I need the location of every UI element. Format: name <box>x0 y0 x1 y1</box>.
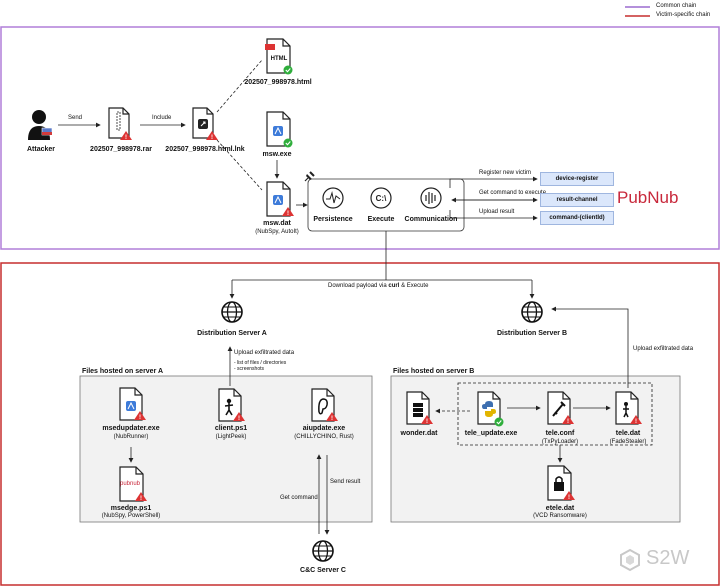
tele-conf-icon: ! <box>547 391 574 425</box>
archive-file-icon: ! <box>108 107 132 141</box>
get-command-label: Get command to execute <box>479 190 547 196</box>
svg-text:!: ! <box>426 419 428 425</box>
common-chain-frame <box>0 26 720 250</box>
tele-update-label: tele_update.exe <box>464 430 518 437</box>
msedupdater-icon: ! <box>119 387 146 421</box>
cc-server-globe-icon <box>312 540 334 562</box>
channel-result: result-channel <box>540 193 614 207</box>
etele-dat-icon: ! <box>547 465 575 501</box>
msw-dat-label: msw.dat <box>263 220 291 227</box>
html-icon-text: HTML <box>270 56 288 62</box>
server-a-label: Distribution Server A <box>197 330 267 337</box>
client-label: client.ps1 <box>214 425 248 432</box>
msedupdater-label: msedupdater.exe <box>102 425 160 432</box>
server-a-globe-icon <box>221 301 243 323</box>
msw-exe-icon <box>266 111 293 148</box>
send-label: Send <box>68 115 83 121</box>
module-communication: Communication <box>404 216 458 223</box>
svg-text:!: ! <box>125 135 127 141</box>
execute-icon: C:\ <box>370 187 392 209</box>
client-sublabel: (LightPeek) <box>215 434 247 440</box>
msedge-sublabel: (NubSpy, PowerShell) <box>101 513 161 519</box>
tele-dat-icon: ! <box>615 391 642 425</box>
svg-text:C:\: C:\ <box>376 194 387 203</box>
svg-text:!: ! <box>139 415 141 421</box>
download-label: Download payload via curl & Execute <box>328 283 429 289</box>
svg-text:!: ! <box>140 496 142 502</box>
lnk-file-label: 202507_998978.html.lnk <box>165 146 245 153</box>
msedupdater-sublabel: (NubRunner) <box>113 434 149 440</box>
msw-dat-icon: ! <box>266 181 294 217</box>
communication-icon <box>420 187 442 209</box>
svg-text:!: ! <box>287 211 289 217</box>
rar-file-label: 202507_998978.rar <box>90 146 152 153</box>
get-command-bottom-label: Get command <box>280 495 318 501</box>
msedge-label: msedge.ps1 <box>110 505 152 512</box>
victim-chain-frame <box>0 262 720 586</box>
channel-command: command-(clientId) <box>540 211 614 225</box>
server-b-globe-icon <box>521 301 543 323</box>
tele-conf-sublabel: (TxPyLoader) <box>541 439 579 445</box>
wonder-dat-icon: ! <box>406 391 433 425</box>
persistence-icon <box>322 187 344 209</box>
upload-b-label: Upload exfiltrated data <box>633 346 694 352</box>
etele-sublabel: (VCD Ransomware) <box>533 513 587 519</box>
upload-a-item-1: - list of files / directories <box>234 360 287 366</box>
upload-result-label: Upload result <box>479 209 515 215</box>
svg-text:!: ! <box>331 416 333 422</box>
wonder-label: wonder.dat <box>400 430 438 437</box>
legend-victim-label: Victim-specific chain <box>656 12 711 18</box>
msw-dat-sublabel: (NubSpy, AutoIt) <box>255 229 299 235</box>
shortcut-file-icon: ! <box>192 107 218 141</box>
aiupdate-sublabel: (CHILLYCHINO, Rust) <box>294 434 354 440</box>
cc-server-label: C&C Server C <box>300 567 346 574</box>
attacker-label: Attacker <box>26 146 55 153</box>
tele-conf-label: tele.conf <box>545 430 575 437</box>
aiupdate-icon: ! <box>311 388 338 422</box>
channel-device-register: device-register <box>540 172 614 186</box>
svg-text:!: ! <box>567 419 569 425</box>
client-ps1-icon: ! <box>218 388 245 422</box>
svg-text:!: ! <box>635 419 637 425</box>
msw-exe-label: msw.exe <box>262 151 292 158</box>
tele-update-icon <box>477 391 504 427</box>
upload-a-item-2: - screenshots <box>234 366 265 372</box>
s2w-watermark: S2W <box>646 547 690 569</box>
include-label: Include <box>152 115 172 121</box>
upload-a-label: Upload exfiltrated data <box>234 350 295 356</box>
pubnub-small-logo: pubnub <box>119 481 141 487</box>
legend-common-label: Common chain <box>656 3 697 9</box>
svg-text:!: ! <box>238 416 240 422</box>
tele-dat-label: tele.dat <box>615 430 641 437</box>
tele-dat-sublabel: (FadeStealer) <box>609 439 647 445</box>
pin-icon <box>304 171 315 182</box>
files-a-title: Files hosted on server A <box>82 368 164 375</box>
s2w-logo-icon <box>620 548 640 572</box>
send-result-label: Send result <box>330 479 361 485</box>
module-execute: Execute <box>367 216 395 223</box>
register-label: Register new victim <box>479 170 532 176</box>
server-b-label: Distribution Server B <box>496 330 567 337</box>
aiupdate-label: aiupdate.exe <box>302 425 346 432</box>
pubnub-logo: PubNub <box>617 188 679 207</box>
svg-text:!: ! <box>211 135 213 141</box>
msedge-ps1-icon: ! <box>119 466 147 502</box>
svg-text:!: ! <box>568 495 570 501</box>
html-file-icon <box>265 38 293 75</box>
html-file-label: 202507_998978.html <box>244 79 312 86</box>
files-b-title: Files hosted on server B <box>393 368 475 375</box>
module-persistence: Persistence <box>313 216 353 223</box>
etele-label: etele.dat <box>545 505 575 512</box>
attacker-icon <box>28 110 53 140</box>
